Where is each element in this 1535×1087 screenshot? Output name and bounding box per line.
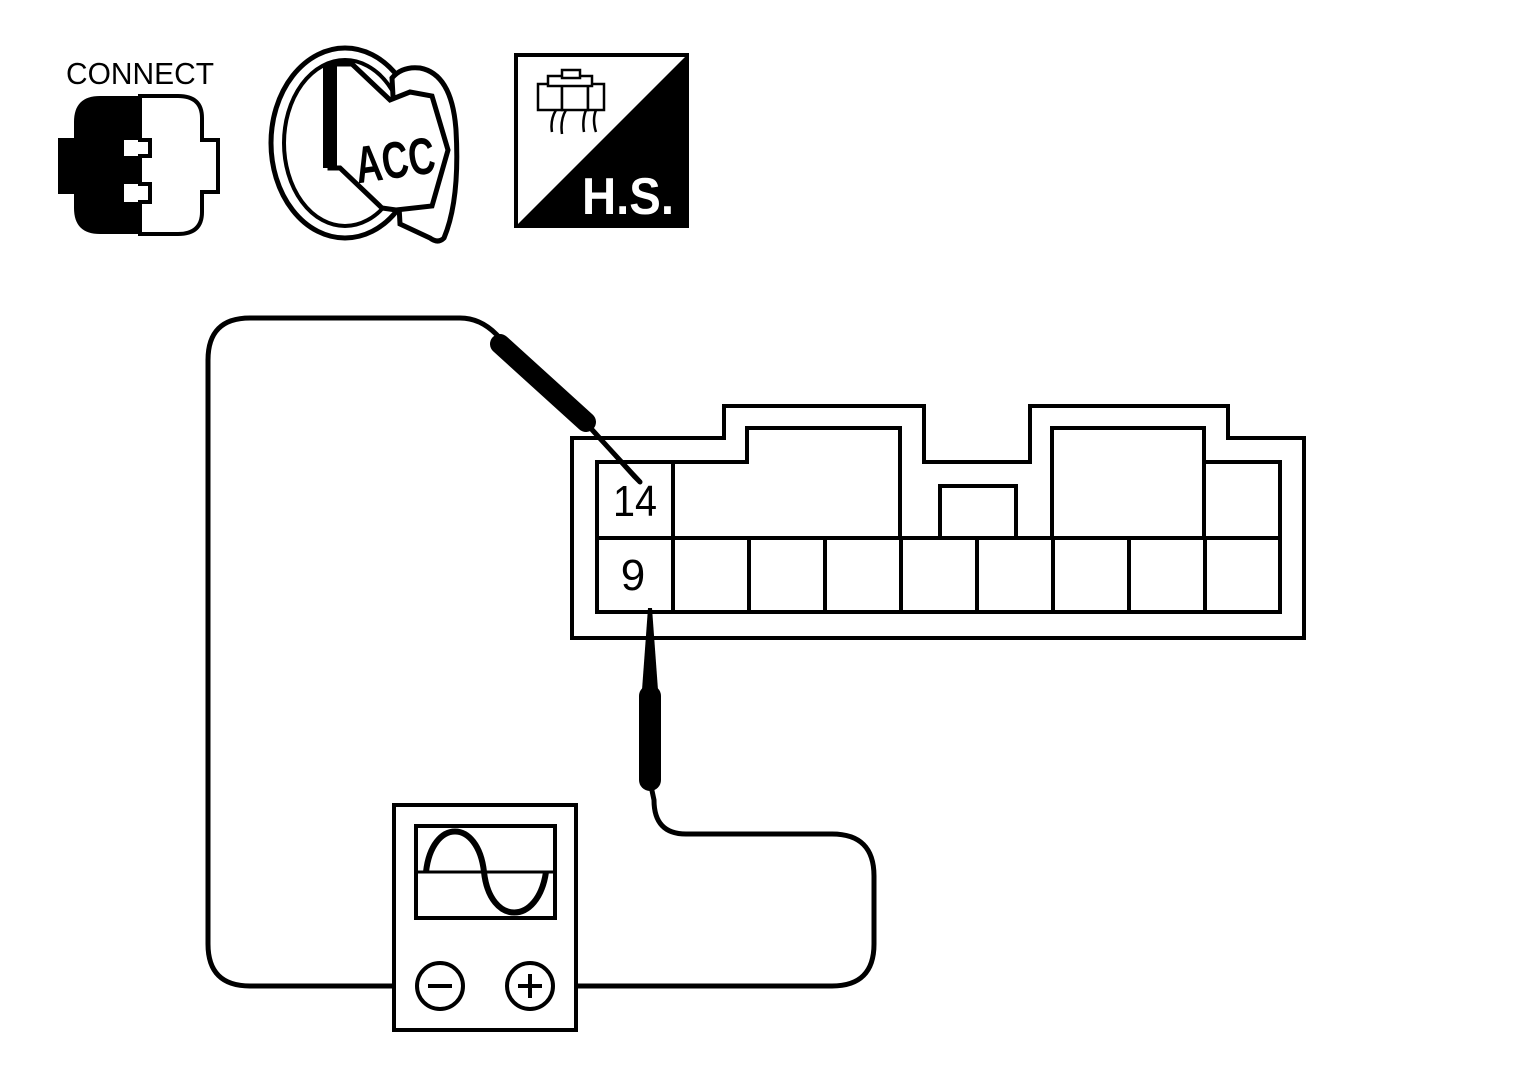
terminal-9-label: 9: [621, 551, 645, 600]
ignition-acc-label: ACC: [351, 127, 438, 196]
oscilloscope-meter: [392, 803, 578, 1032]
negative-lead-wire: [205, 315, 510, 989]
small-connector-icon: [536, 68, 606, 112]
positive-terminal-icon: [505, 961, 555, 1011]
ignition-key-acc-icon: ACC: [268, 45, 460, 244]
probe-terminal-9: [639, 608, 661, 791]
connector-male-half: [58, 96, 140, 234]
harness-side-label: H.S.: [582, 168, 674, 226]
waveform-trace: [423, 828, 549, 916]
negative-terminal-icon: [415, 961, 465, 1011]
probe-terminal-14: [490, 334, 643, 485]
connect-label: CONNECT: [66, 56, 214, 91]
probe-wires: [205, 315, 877, 989]
terminal-14-label: 14: [613, 477, 657, 526]
harness-side-icon: H.S.: [514, 53, 689, 228]
connector-female-half: [138, 94, 220, 236]
connect-icon: CONNECT: [58, 56, 220, 236]
connector-face: [570, 404, 1306, 640]
positive-lead-wire: [551, 785, 877, 989]
